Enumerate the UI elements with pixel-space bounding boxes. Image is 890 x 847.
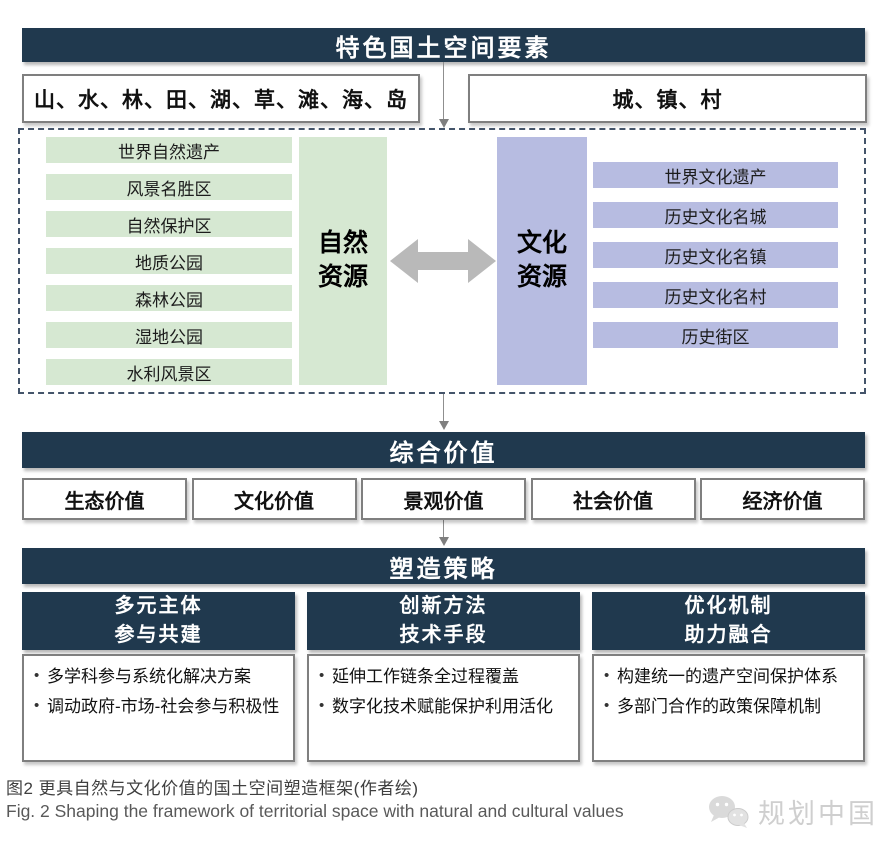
strategy-header-line: 创新方法 bbox=[399, 595, 488, 617]
strategy-header-line: 技术手段 bbox=[399, 624, 488, 646]
built-elements-box: 城、镇、村 bbox=[468, 74, 867, 123]
natural-resource-item: 风景名胜区 bbox=[46, 174, 292, 200]
strategy-bullets-box: 多学科参与系统化解决方案 调动政府-市场-社会参与积极性 bbox=[22, 654, 295, 762]
cultural-resources-label-box: 文化资源 bbox=[497, 137, 587, 385]
natural-resource-item: 世界自然遗产 bbox=[46, 137, 292, 163]
natural-resources-label-box: 自然资源 bbox=[299, 137, 387, 385]
strategy-column-mechanism: 优化机制 助力融合 构建统一的遗产空间保护体系 多部门合作的政策保障机制 bbox=[592, 592, 865, 762]
figure-caption-en: Fig. 2 Shaping the framework of territor… bbox=[6, 801, 624, 821]
value-box-economic: 经济价值 bbox=[700, 478, 865, 520]
strategy-bullet: 构建统一的遗产空间保护体系 bbox=[600, 666, 855, 688]
strategy-columns-row: 多元主体 参与共建 多学科参与系统化解决方案 调动政府-市场-社会参与积极性 创… bbox=[22, 592, 865, 762]
strategy-column-header: 创新方法 技术手段 bbox=[307, 592, 580, 650]
value-box-landscape: 景观价值 bbox=[361, 478, 526, 520]
natural-resource-item: 自然保护区 bbox=[46, 211, 292, 237]
natural-resource-item: 地质公园 bbox=[46, 248, 292, 274]
section-header-elements: 特色国土空间要素 bbox=[22, 28, 865, 62]
down-arrow-icon bbox=[439, 516, 449, 546]
cultural-resource-item: 历史文化名镇 bbox=[593, 242, 838, 268]
figure-caption-zh: 图2 更具自然与文化价值的国土空间塑造框架(作者绘) bbox=[6, 779, 419, 798]
strategy-header-line: 助力融合 bbox=[684, 624, 773, 646]
strategy-bullet: 多部门合作的政策保障机制 bbox=[600, 696, 855, 718]
section-header-values: 综合价值 bbox=[22, 432, 865, 468]
strategy-bullet-list: 构建统一的遗产空间保护体系 多部门合作的政策保障机制 bbox=[600, 666, 855, 719]
natural-resources-label: 自然资源 bbox=[317, 229, 368, 291]
strategy-bullet-list: 多学科参与系统化解决方案 调动政府-市场-社会参与积极性 bbox=[30, 666, 285, 719]
natural-resource-item: 森林公园 bbox=[46, 285, 292, 311]
strategy-bullet: 数字化技术赋能保护利用活化 bbox=[315, 696, 570, 718]
cultural-resource-item: 世界文化遗产 bbox=[593, 162, 838, 188]
down-arrow-icon bbox=[439, 62, 449, 128]
cultural-resource-item: 历史街区 bbox=[593, 322, 838, 348]
natural-elements-box: 山、水、林、田、湖、草、滩、海、岛 bbox=[22, 74, 420, 123]
natural-resource-item: 水利风景区 bbox=[46, 359, 292, 385]
strategy-bullets-box: 构建统一的遗产空间保护体系 多部门合作的政策保障机制 bbox=[592, 654, 865, 762]
watermark-text: 规划中国 bbox=[758, 799, 878, 829]
resources-dashed-container: 世界自然遗产 风景名胜区 自然保护区 地质公园 森林公园 湿地公园 水利风景区 … bbox=[18, 128, 866, 394]
value-box-ecological: 生态价值 bbox=[22, 478, 187, 520]
value-box-cultural: 文化价值 bbox=[191, 478, 357, 520]
strategy-header-line: 参与共建 bbox=[114, 624, 203, 646]
strategy-column-header: 优化机制 助力融合 bbox=[592, 592, 865, 650]
watermark-logo: 规划中国 bbox=[706, 792, 878, 831]
strategy-header-line: 优化机制 bbox=[684, 595, 773, 617]
strategy-header-line: 多元主体 bbox=[114, 595, 203, 617]
value-box-social: 社会价值 bbox=[530, 478, 696, 520]
strategy-bullet-list: 延伸工作链条全过程覆盖 数字化技术赋能保护利用活化 bbox=[315, 666, 570, 719]
value-boxes-row: 生态价值 文化价值 景观价值 社会价值 经济价值 bbox=[22, 478, 865, 520]
strategy-column-header: 多元主体 参与共建 bbox=[22, 592, 295, 650]
strategy-bullet: 调动政府-市场-社会参与积极性 bbox=[30, 696, 285, 718]
strategy-bullet: 多学科参与系统化解决方案 bbox=[30, 666, 285, 688]
cultural-resource-item: 历史文化名城 bbox=[593, 202, 838, 228]
cultural-resource-item: 历史文化名村 bbox=[593, 282, 838, 308]
wechat-bubbles-icon bbox=[709, 795, 749, 828]
natural-resource-item: 湿地公园 bbox=[46, 322, 292, 348]
cultural-resources-label: 文化资源 bbox=[516, 229, 567, 291]
down-arrow-icon bbox=[439, 394, 449, 430]
strategy-bullet: 延伸工作链条全过程覆盖 bbox=[315, 666, 570, 688]
strategy-column-participation: 多元主体 参与共建 多学科参与系统化解决方案 调动政府-市场-社会参与积极性 bbox=[22, 592, 295, 762]
section-header-strategies: 塑造策略 bbox=[22, 548, 865, 584]
double-headed-arrow-icon bbox=[390, 239, 496, 283]
strategy-bullets-box: 延伸工作链条全过程覆盖 数字化技术赋能保护利用活化 bbox=[307, 654, 580, 762]
strategy-column-innovation: 创新方法 技术手段 延伸工作链条全过程覆盖 数字化技术赋能保护利用活化 bbox=[307, 592, 580, 762]
